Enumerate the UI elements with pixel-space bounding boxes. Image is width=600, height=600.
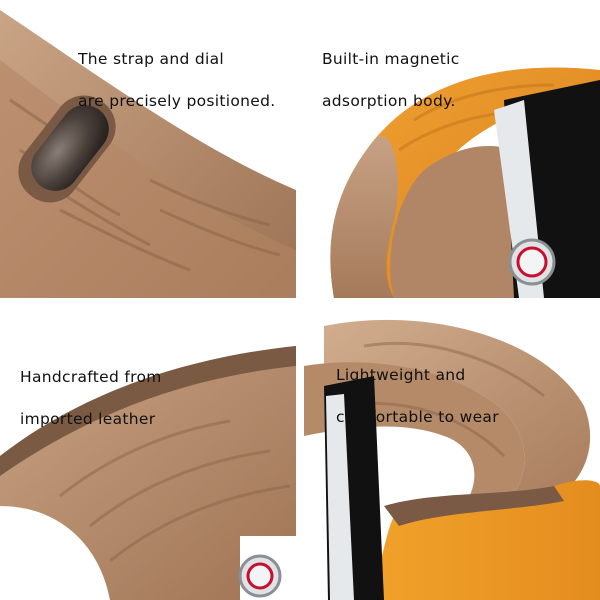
caption-line: Lightweight and xyxy=(336,366,466,384)
caption-line: comfortable to wear xyxy=(336,408,499,426)
caption-line: adsorption body. xyxy=(322,92,456,110)
brown-band-curve-icon xyxy=(0,346,296,600)
panel-strap-dial: The strap and dial are precisely positio… xyxy=(0,0,296,298)
caption-magnetic: Built-in magnetic adsorption body. xyxy=(322,28,460,133)
caption-leather: Handcrafted from imported leather xyxy=(20,346,162,451)
panel-magnetic: Built-in magnetic adsorption body. xyxy=(304,0,600,298)
caption-line: Handcrafted from xyxy=(20,368,162,386)
panel-leather: Handcrafted from imported leather xyxy=(0,306,296,600)
two-tone-band-s-curve-icon xyxy=(304,319,600,600)
panel-lightweight: Lightweight and comfortable to wear xyxy=(304,306,600,600)
magnetic-clasp-closeup-icon xyxy=(0,10,296,298)
caption-strap-dial: The strap and dial are precisely positio… xyxy=(78,28,275,133)
caption-lightweight: Lightweight and comfortable to wear xyxy=(336,344,499,449)
caption-line: Built-in magnetic xyxy=(322,50,460,68)
caption-line: imported leather xyxy=(20,410,156,428)
caption-line: The strap and dial xyxy=(78,50,224,68)
orange-band-on-watch-icon xyxy=(330,67,600,298)
caption-line: are precisely positioned. xyxy=(78,92,276,110)
